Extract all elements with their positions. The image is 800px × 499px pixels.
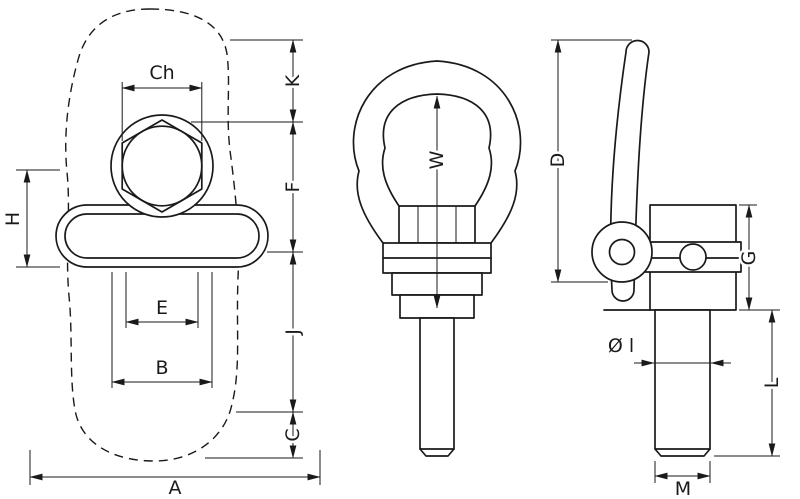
dim-w-label: W	[426, 150, 448, 169]
dim-w: W	[424, 95, 451, 309]
dim-e: E	[125, 272, 199, 328]
stud-side	[654, 309, 711, 457]
dim-h-label: H	[2, 212, 24, 226]
dim-a: A	[29, 450, 321, 499]
bail-inner-contour	[381, 93, 493, 207]
dim-ch-label: Ch	[149, 62, 174, 84]
dim-m-label: M	[675, 478, 691, 499]
dim-j-label: J	[282, 329, 304, 336]
dim-d-label: D	[547, 153, 569, 168]
dim-k-label: K	[282, 74, 304, 87]
dim-f-label: F	[282, 182, 304, 193]
dim-dia: Ø l	[605, 333, 731, 367]
dim-g-label: G	[738, 251, 760, 266]
swivel-ring-inner	[64, 213, 260, 259]
swing-envelope-outline	[65, 8, 240, 462]
dim-b: B	[111, 272, 213, 388]
front-view: W	[352, 60, 522, 457]
dim-e-label: E	[156, 297, 168, 319]
bolt-head-hex	[121, 119, 203, 213]
dim-chain-right: K F J C	[191, 39, 307, 459]
dim-ch: Ch	[121, 60, 203, 141]
dim-h: H	[0, 169, 60, 268]
top-view: Ch K F J C H	[0, 8, 321, 499]
pivot-pin-circle	[608, 238, 636, 266]
dim-d: D	[545, 39, 632, 283]
dim-a-label: A	[169, 477, 182, 499]
dim-b-label: B	[155, 357, 168, 379]
dim-l-label: L	[761, 377, 783, 388]
bail-outer-contour	[352, 60, 522, 244]
dim-m: M	[654, 461, 711, 499]
bolt-head-inscribed-circle	[121, 125, 203, 207]
dim-dia-label: Ø l	[608, 335, 634, 357]
dim-l: L	[714, 309, 786, 457]
swivel-ring-outer	[55, 204, 269, 268]
side-view: D G Ø l L M	[545, 39, 786, 499]
pin-hole-circle	[679, 243, 707, 271]
stud-front	[419, 317, 455, 457]
dim-g: G	[736, 204, 780, 311]
dim-c-label: C	[282, 428, 304, 441]
